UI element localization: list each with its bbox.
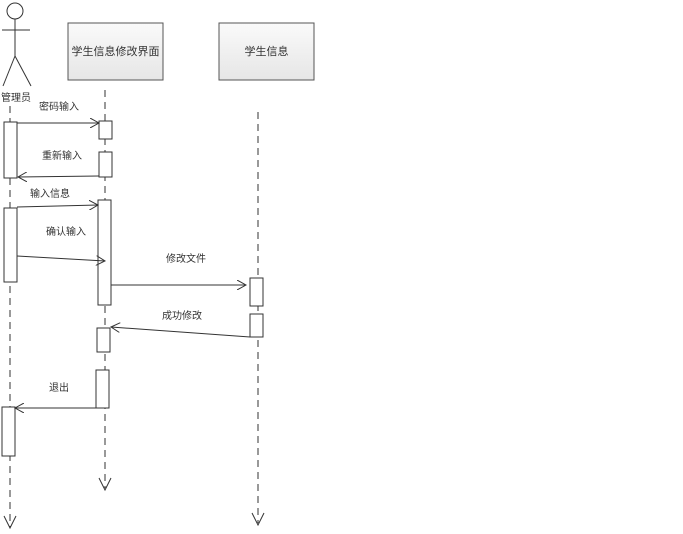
message-3: 输入信息 (16, 187, 98, 207)
info-activation-2 (249, 313, 264, 338)
ui-lifeline-end (98, 477, 112, 492)
info-activation-1 (249, 277, 264, 307)
message-5: 修改文件 (111, 252, 246, 285)
ui-activation-3 (97, 199, 112, 306)
actor-head (6, 2, 24, 20)
ui-activation-1 (98, 120, 113, 140)
message-2-arrow (18, 176, 100, 177)
message-1: 密码输入 (17, 100, 99, 123)
message-4: 确认输入 (16, 225, 105, 261)
admin-activation-3 (1, 406, 16, 457)
message-4-label: 确认输入 (46, 225, 86, 238)
ui-lifeline-label: 学生信息修改界面 (72, 44, 160, 58)
admin-actor-label: 管理员 (1, 91, 31, 104)
message-7-label: 退出 (49, 381, 69, 394)
ui-activation-2 (98, 151, 113, 178)
actor-left-leg (2, 55, 16, 87)
info-lifeline-label: 学生信息 (245, 44, 289, 58)
message-1-label: 密码输入 (39, 100, 79, 113)
message-6-label: 成功修改 (162, 309, 202, 322)
message-3-label: 输入信息 (30, 187, 70, 200)
info-lifeline-box (218, 22, 315, 81)
message-2-label: 重新输入 (42, 149, 82, 162)
ui-activation-5 (95, 369, 110, 409)
message-7: 退出 (15, 381, 96, 408)
info-lifeline-end (251, 512, 265, 527)
admin-lifeline-end (3, 515, 17, 530)
admin-activation-1 (3, 121, 18, 179)
admin-activation-2 (3, 207, 18, 283)
message-3-arrow (16, 205, 98, 207)
admin-actor-figure (2, 2, 32, 87)
message-2: 重新输入 (18, 149, 100, 177)
ui-lifeline-box (67, 22, 164, 81)
message-5-label: 修改文件 (166, 252, 206, 265)
message-6: 成功修改 (111, 309, 251, 338)
message-4-arrow (16, 256, 105, 261)
ui-activation-4 (96, 327, 111, 353)
actor-right-leg (14, 55, 32, 87)
message-6-arrow (111, 327, 251, 338)
